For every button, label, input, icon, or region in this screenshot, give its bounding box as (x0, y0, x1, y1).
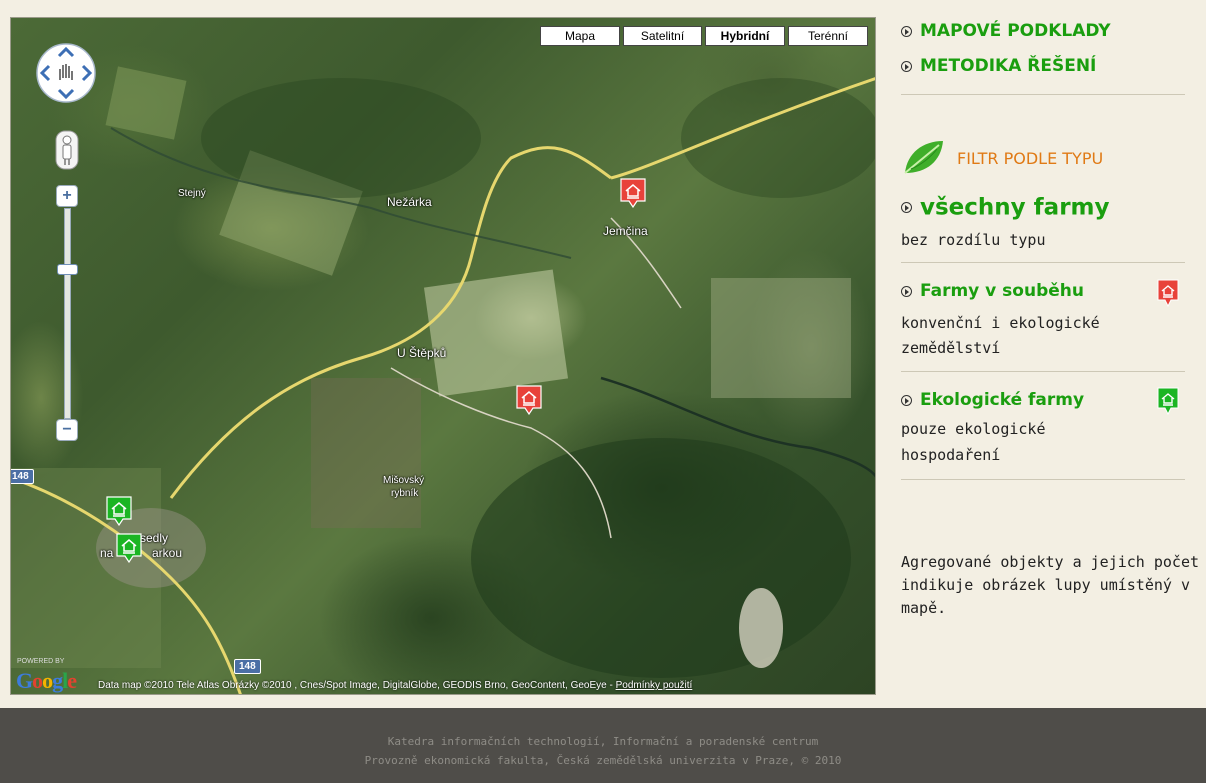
place-label: Jemčina (603, 224, 648, 238)
map-type-terenni[interactable]: Terénní (788, 26, 868, 46)
google-logo[interactable]: Google (16, 668, 77, 693)
footer-line: Katedra informačních technologií, Inform… (387, 735, 819, 748)
link-metodika-reseni[interactable]: METODIKA ŘEŠENÍ (901, 56, 1096, 76)
road-shield: 148 (234, 659, 261, 674)
place-label: arkou (152, 546, 183, 560)
filter-desc: zemědělství (901, 339, 1001, 357)
place-label: rybník (391, 488, 419, 499)
aggregation-note: Agregované objekty a jejich počet indiku… (901, 553, 1200, 617)
footer: Katedra informačních technologií, Inform… (0, 708, 1206, 783)
road-shield: 148 (11, 469, 34, 484)
place-label: na (100, 546, 114, 560)
pan-left-icon (39, 64, 51, 82)
bullet-arrow-icon (901, 394, 912, 406)
pan-down-icon (57, 88, 75, 100)
filter-heading: FILTR PODLE TYPU (901, 139, 1103, 177)
map-type-control: Mapa Satelitní Hybridní Terénní (540, 26, 868, 46)
link-mapove-podklady[interactable]: MAPOVÉ PODKLADY (901, 21, 1111, 41)
farm-marker-red[interactable] (620, 178, 646, 208)
place-label: U Štěpků (397, 346, 447, 360)
filter-desc: konvenční i ekologické (901, 314, 1100, 332)
filter-all-farms[interactable]: všechny farmy (901, 194, 1110, 221)
pan-up-icon (57, 46, 75, 58)
zoom-in-button[interactable]: + (56, 185, 78, 207)
divider (901, 479, 1185, 480)
farm-marker-green[interactable] (106, 496, 132, 526)
pegman-icon[interactable] (55, 130, 79, 170)
sidebar: MAPOVÉ PODKLADY METODIKA ŘEŠENÍ FILTR PO… (901, 0, 1206, 700)
farm-green-icon (1157, 387, 1179, 415)
satellite-imagery (11, 66, 875, 694)
bullet-arrow-icon (901, 60, 912, 72)
place-label: Nežárka (387, 195, 432, 209)
filter-parallel-farms[interactable]: Farmy v souběhu (901, 281, 1084, 301)
zoom-slider-track[interactable] (64, 208, 71, 419)
bullet-arrow-icon (901, 285, 912, 297)
zoom-out-button[interactable]: − (56, 419, 78, 441)
map-view[interactable]: Mapa Satelitní Hybridní Terénní + − Stej… (10, 17, 876, 695)
map-attribution: Data map ©2010 Tele Atlas Obrázky ©2010 … (98, 680, 693, 691)
leaf-icon (904, 141, 943, 174)
pan-right-icon (81, 64, 93, 82)
hand-icon (59, 64, 73, 80)
filter-desc: bez rozdílu typu (901, 231, 1046, 249)
filter-desc: pouze ekologické (901, 420, 1046, 438)
divider (901, 371, 1185, 372)
filter-organic-farms[interactable]: Ekologické farmy (901, 390, 1084, 410)
place-label: Stejný (178, 188, 206, 199)
divider (901, 94, 1185, 95)
map-type-mapa[interactable]: Mapa (540, 26, 620, 46)
powered-by-label: POWERED BY (17, 658, 65, 665)
bullet-arrow-icon (901, 25, 912, 37)
pan-control[interactable] (35, 42, 97, 104)
farm-marker-green[interactable] (116, 533, 142, 563)
farm-red-icon (1157, 279, 1179, 307)
filter-desc: hospodaření (901, 446, 1001, 464)
divider (901, 262, 1185, 263)
farm-marker-red[interactable] (516, 385, 542, 415)
terms-link[interactable]: Podmínky použití (615, 680, 693, 691)
map-type-hybridni[interactable]: Hybridní (705, 26, 785, 46)
bullet-arrow-icon (901, 202, 912, 213)
place-label: Mišovský (383, 475, 425, 486)
zoom-slider-handle[interactable] (57, 264, 78, 275)
place-label: sedly (140, 531, 169, 545)
map-type-satelitni[interactable]: Satelitní (623, 26, 702, 46)
footer-line: Provozně ekonomická fakulta, Česká zeměd… (364, 754, 842, 767)
